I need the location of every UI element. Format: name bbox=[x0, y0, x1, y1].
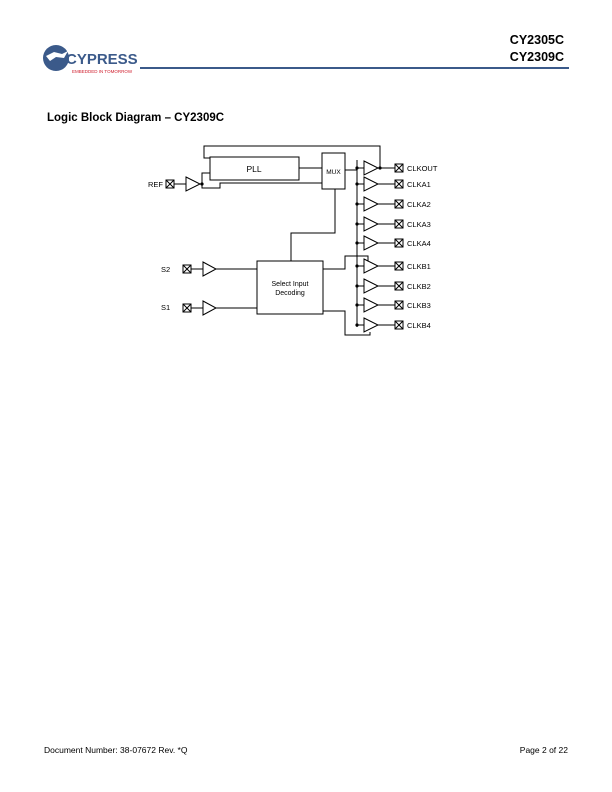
ref-buffer bbox=[185, 176, 202, 192]
label-clkb4: CLKB4 bbox=[407, 321, 431, 330]
s1-buffer bbox=[202, 300, 218, 316]
junction-clka2 bbox=[355, 202, 359, 206]
section-title: Logic Block Diagram – CY2309C bbox=[47, 112, 225, 124]
label-clkout: CLKOUT bbox=[407, 164, 438, 173]
mux-label: MUX bbox=[326, 169, 341, 176]
label-clka3: CLKA3 bbox=[407, 220, 431, 229]
decoder-label-line-2: Decoding bbox=[275, 290, 305, 297]
label-clka1: CLKA1 bbox=[407, 180, 431, 189]
pad-icon-clkb1 bbox=[394, 261, 404, 271]
mux-block bbox=[321, 152, 346, 190]
s1-label: S1 bbox=[161, 303, 170, 312]
label-clkb2: CLKB2 bbox=[407, 282, 431, 291]
label-clka2: CLKA2 bbox=[407, 200, 431, 209]
label-clkb1: CLKB1 bbox=[407, 262, 431, 271]
buffer-clka4 bbox=[363, 235, 380, 251]
buffer-clka1 bbox=[363, 176, 380, 192]
ref-junction bbox=[200, 182, 204, 186]
decoder-label-line-1: Select Input bbox=[272, 281, 309, 288]
s2-pad-icon bbox=[182, 264, 192, 274]
buffer-clkb1 bbox=[363, 258, 380, 274]
part-number-1: CY2305C bbox=[509, 33, 564, 47]
buffer-clka2 bbox=[363, 196, 380, 212]
pad-icon-clka3 bbox=[394, 219, 404, 229]
ref-pad-icon bbox=[165, 179, 175, 189]
header-rule bbox=[140, 67, 569, 69]
pad-icon-clka4 bbox=[394, 238, 404, 248]
logo-tree-icon bbox=[46, 51, 68, 61]
s2-label: S2 bbox=[161, 265, 170, 274]
part-numbers: CY2305C CY2309C bbox=[510, 32, 564, 66]
pad-icon-clkb2 bbox=[394, 281, 404, 291]
feedback-junction bbox=[378, 166, 382, 170]
junction-clkb3 bbox=[355, 303, 359, 307]
junction-clkb2 bbox=[355, 284, 359, 288]
part-number-2: CY2309C bbox=[509, 50, 564, 64]
logo-tagline: EMBEDDED IN TOMORROW bbox=[72, 69, 133, 74]
pll-block bbox=[209, 156, 300, 181]
ref-label: REF bbox=[148, 180, 163, 189]
document-number: Document Number: 38-07672 Rev. *Q bbox=[44, 745, 188, 755]
pad-icon-clka1 bbox=[394, 179, 404, 189]
ref-to-pll-wire bbox=[200, 172, 210, 185]
buffer-clkout bbox=[363, 160, 380, 176]
logo-brand-text: CYPRESS bbox=[66, 51, 138, 68]
label-clkb3: CLKB3 bbox=[407, 301, 431, 310]
select-input-decoder bbox=[256, 260, 324, 315]
ref-to-mux-wire bbox=[201, 182, 322, 189]
junction-clkb4 bbox=[355, 323, 359, 327]
bank-a-enable-wire bbox=[323, 255, 369, 270]
junction-clkout bbox=[355, 166, 359, 170]
s1-pad-icon bbox=[182, 303, 192, 313]
decoder-mux-wire bbox=[290, 189, 336, 261]
pad-icon-clka2 bbox=[394, 199, 404, 209]
bank-b-enable-wire bbox=[323, 310, 371, 336]
junction-clkb1 bbox=[355, 264, 359, 268]
pad-icon-clkout bbox=[394, 163, 404, 173]
buffer-clka3 bbox=[363, 216, 380, 232]
pad-icon-clkb3 bbox=[394, 300, 404, 310]
buffer-clkb3 bbox=[363, 297, 380, 313]
s2-buffer bbox=[202, 261, 218, 277]
output-buffers: CLKOUT CLKA1CLKA2CLKA3CLKA4CLKB1CLKB2CLKB… bbox=[355, 160, 438, 333]
feedback-wire bbox=[203, 145, 381, 169]
junction-clka4 bbox=[355, 241, 359, 245]
pad-icon-clkb4 bbox=[394, 320, 404, 330]
cypress-logo: CYPRESS EMBEDDED IN TOMORROW bbox=[43, 45, 138, 74]
junction-clka3 bbox=[355, 222, 359, 226]
buffer-clkb4 bbox=[363, 317, 380, 333]
pll-label: PLL bbox=[246, 164, 261, 174]
junction-clka1 bbox=[355, 182, 359, 186]
buffer-clkb2 bbox=[363, 278, 380, 294]
logo-globe-icon bbox=[43, 45, 69, 71]
page-number: Page 2 of 22 bbox=[519, 745, 568, 755]
label-clka4: CLKA4 bbox=[407, 239, 431, 248]
